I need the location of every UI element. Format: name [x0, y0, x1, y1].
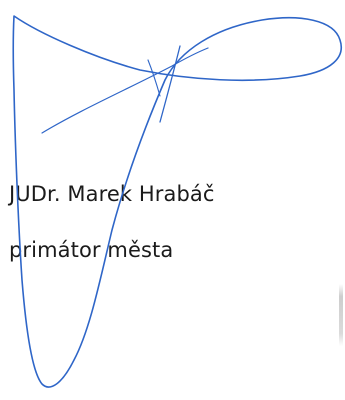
signatory-name: JUDr. Marek Hrabáč: [9, 182, 215, 206]
signatory-title: primátor města: [9, 238, 174, 262]
signature-cross-stroke: [41, 47, 209, 134]
scan-edge-mark: [339, 284, 343, 346]
signature-inner-stroke: [147, 59, 161, 97]
signature-tick-stroke: [159, 45, 181, 123]
